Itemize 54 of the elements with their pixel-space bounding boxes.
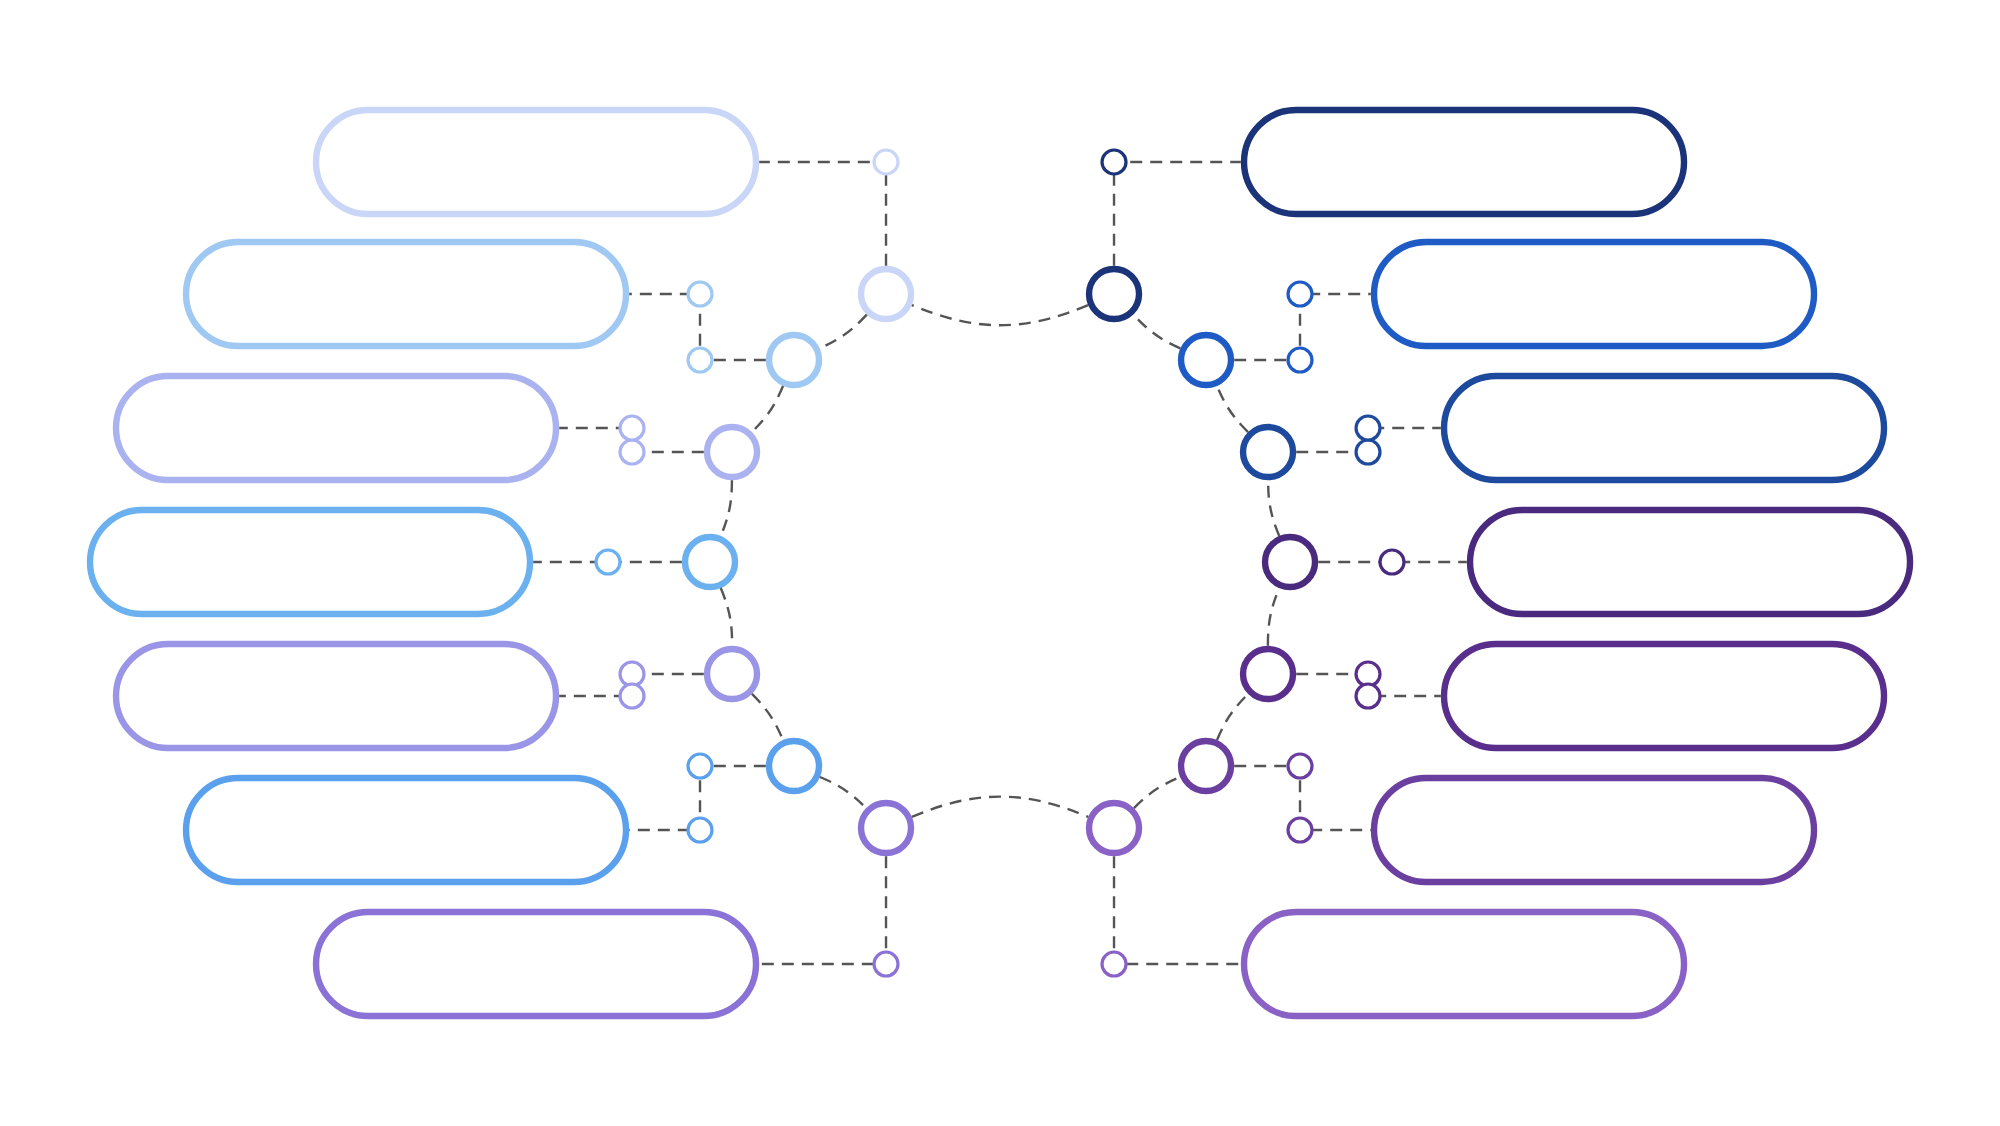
ring-circle	[1177, 737, 1235, 795]
ring-circle	[703, 645, 761, 703]
ring-arc	[1132, 313, 1181, 350]
connector-line	[1318, 548, 1467, 576]
ring-circle	[1239, 645, 1297, 703]
connector-line	[629, 752, 766, 844]
ring-arc	[911, 303, 1089, 327]
ring-circle	[857, 265, 915, 323]
connector-line	[759, 148, 900, 266]
ring-circle	[681, 533, 739, 591]
ring-arc	[751, 693, 785, 741]
connector-line	[759, 856, 900, 978]
ring-circle	[703, 423, 761, 481]
rounded-box	[182, 238, 630, 350]
ring-arc	[1215, 693, 1249, 741]
connector-line	[559, 414, 704, 466]
ring-arc	[1215, 385, 1249, 433]
connector-line	[559, 660, 704, 710]
connector-line	[1100, 148, 1241, 266]
rounded-box	[182, 774, 630, 886]
connector-line	[1100, 856, 1241, 978]
ring-arc	[819, 313, 868, 350]
rounded-box	[112, 640, 560, 752]
ring-circle	[857, 799, 915, 857]
ring-arc	[751, 385, 785, 433]
rounded-box	[1370, 238, 1818, 350]
connector-line	[1234, 752, 1371, 844]
ring-circle	[1085, 799, 1143, 857]
ring-circle	[1261, 533, 1319, 591]
ring-arc	[819, 775, 867, 809]
ring-arc	[1266, 480, 1281, 537]
rounded-box	[1466, 506, 1914, 618]
rounded-box	[1440, 640, 1888, 752]
ring-circle	[1177, 331, 1235, 389]
ring-arc	[911, 795, 1089, 819]
ring-arc	[1133, 775, 1181, 809]
rounded-box	[1440, 372, 1888, 484]
rounded-box	[1240, 908, 1688, 1020]
rounded-box	[312, 908, 760, 1020]
connector-line	[629, 280, 766, 374]
connector-line	[1296, 660, 1441, 710]
ring-arc	[719, 480, 734, 537]
ring-circle	[1085, 265, 1143, 323]
rounded-box	[1370, 774, 1818, 886]
rounded-box	[86, 506, 534, 618]
rounded-box	[112, 372, 560, 484]
connector-line	[1296, 414, 1441, 466]
ring-circle	[1239, 423, 1297, 481]
connector-line	[1234, 280, 1371, 374]
ring-circle	[765, 331, 823, 389]
rounded-box	[312, 106, 760, 218]
ring-circle	[765, 737, 823, 795]
connector-line	[533, 548, 682, 576]
rounded-box	[1240, 106, 1688, 218]
